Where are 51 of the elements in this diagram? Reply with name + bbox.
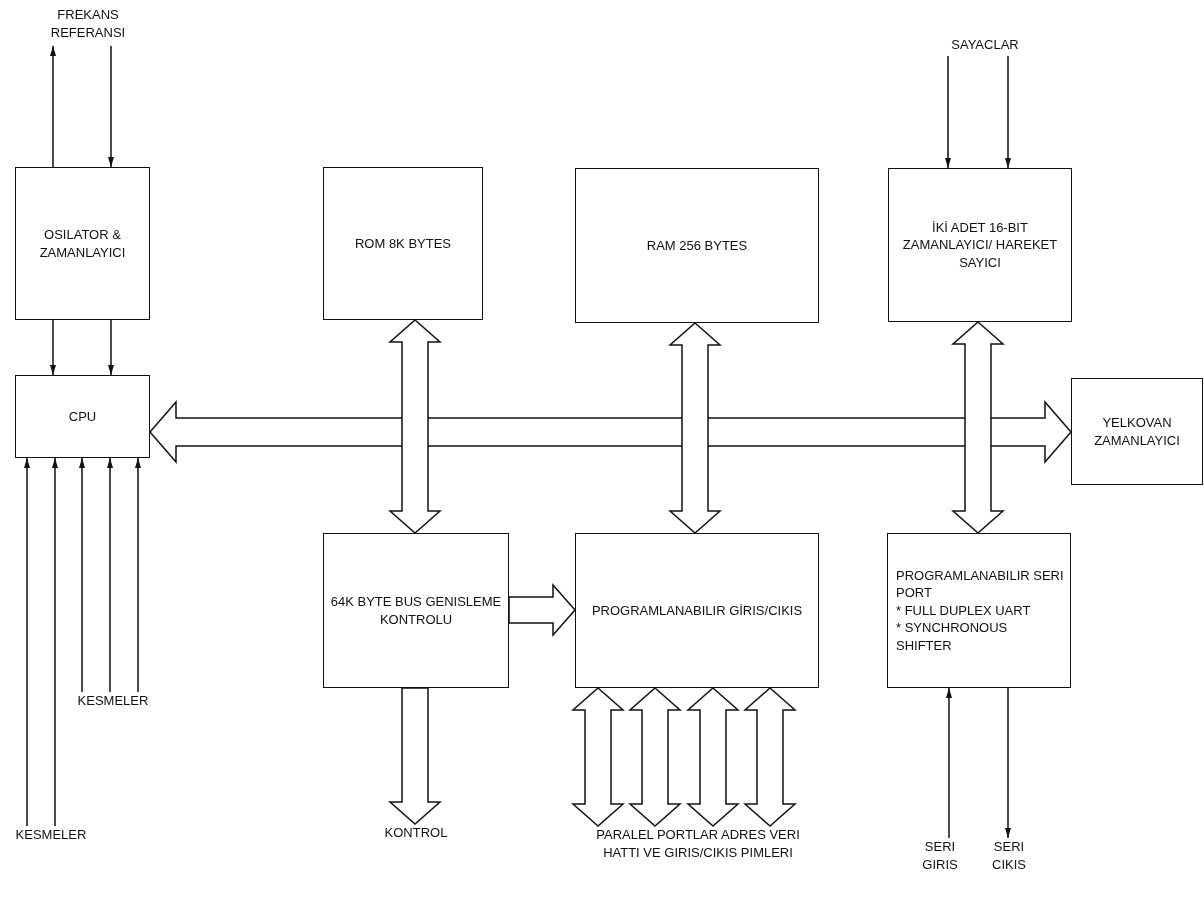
bus-arrow bbox=[388, 687, 442, 825]
block-box bbox=[575, 533, 819, 688]
block-label: * SYNCHRONOUS SHIFTER bbox=[896, 619, 1009, 655]
bus-arrow bbox=[743, 687, 797, 827]
signal-arrow bbox=[50, 319, 56, 376]
signal-label: KONTROL bbox=[370, 824, 462, 844]
bus-arrow bbox=[951, 321, 1005, 534]
block-label: OSILATOR & ZAMANLAYICI bbox=[38, 225, 127, 262]
signal-arrow bbox=[107, 457, 113, 693]
block-label: İKİ ADET 16-BIT ZAMANLAYICI/ HAREKET SAYICI bbox=[901, 218, 1059, 272]
block-box bbox=[887, 533, 1071, 688]
block-box bbox=[888, 168, 1072, 322]
block-label: ROM 8K BYTES bbox=[354, 234, 452, 253]
bus-arrow bbox=[149, 400, 1072, 464]
signal-arrow bbox=[135, 457, 141, 693]
block-label: * FULL DUPLEX UART bbox=[896, 601, 1031, 620]
block-label: RAM 256 BYTES bbox=[646, 236, 748, 255]
signal-label: SAYACLAR bbox=[930, 36, 1040, 56]
bus-arrow bbox=[508, 583, 576, 637]
signal-label: SERI CIKIS bbox=[984, 838, 1034, 876]
bus-arrow bbox=[628, 687, 682, 827]
signal-arrow bbox=[79, 457, 85, 693]
signal-arrow bbox=[108, 45, 114, 168]
block-box bbox=[323, 167, 483, 320]
signal-label: KESMELER bbox=[66, 692, 160, 712]
signal-label: SERI GIRIS bbox=[915, 838, 965, 876]
block-box bbox=[15, 375, 150, 458]
signal-arrow bbox=[945, 55, 951, 169]
signal-arrow bbox=[24, 457, 30, 827]
bus-arrow bbox=[388, 319, 442, 534]
bus-arrow bbox=[668, 322, 722, 534]
block-box bbox=[575, 168, 819, 323]
block-box bbox=[1071, 378, 1203, 485]
block-label: PROGRAMLANABILIR GİRIS/CIKIS bbox=[591, 601, 803, 620]
signal-arrow bbox=[946, 687, 952, 839]
block-label: CPU bbox=[68, 407, 97, 426]
signal-arrow bbox=[108, 319, 114, 376]
signal-label: FREKANS REFERANSI bbox=[36, 6, 140, 46]
signal-arrow bbox=[1005, 55, 1011, 169]
bus-arrow bbox=[571, 687, 625, 827]
signal-arrow bbox=[50, 45, 56, 168]
block-box bbox=[15, 167, 150, 320]
signal-label: KESMELER bbox=[3, 826, 99, 846]
block-label: YELKOVAN ZAMANLAYICI bbox=[1093, 413, 1181, 450]
signal-arrow bbox=[52, 457, 58, 827]
block-box bbox=[323, 533, 509, 688]
signal-label: PARALEL PORTLAR ADRES VERI HATTI VE GIRIS/CIKIS PIMLERI bbox=[582, 826, 814, 904]
bus-arrow bbox=[686, 687, 740, 827]
block-label: 64K BYTE BUS GENISLEME KONTROLU bbox=[329, 592, 503, 629]
signal-arrow bbox=[1005, 687, 1011, 839]
block-label: PROGRAMLANABILIR SERI PORT bbox=[896, 566, 1065, 602]
